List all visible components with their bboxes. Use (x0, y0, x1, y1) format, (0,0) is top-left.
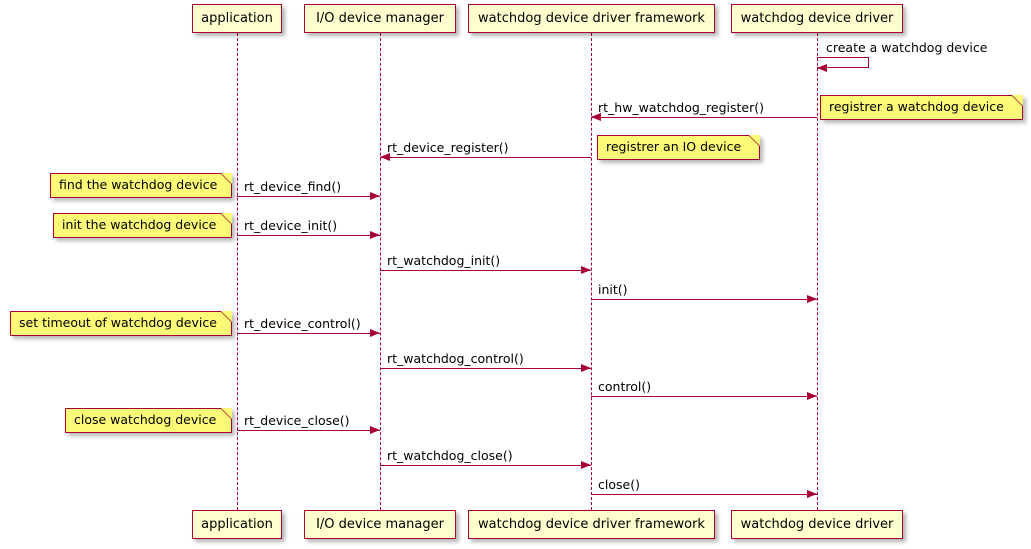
message-rt-watchdog-init-label: rt_watchdog_init() (387, 253, 501, 268)
participant-top-driver[interactable]: watchdog device driver (731, 4, 903, 33)
message-rt-hw-watchdog-register-line (591, 117, 817, 118)
message-create-a-watchdog-device-self-loop (817, 57, 869, 68)
message-rt-device-close-arrowhead (370, 426, 380, 434)
lifeline-framework (591, 33, 592, 510)
note-fold-icon (221, 311, 232, 322)
lifeline-io_device_manager (380, 33, 381, 510)
message-rt-device-init-arrowhead (370, 231, 380, 239)
message-rt-hw-watchdog-register-arrowhead (591, 113, 601, 121)
message-rt-device-find-line (237, 196, 380, 197)
message-rt-device-register-line (380, 157, 591, 158)
participant-bottom-application[interactable]: application (192, 510, 282, 539)
note-fold-icon (749, 135, 760, 146)
note-text: find the watchdog device (59, 177, 218, 193)
message-create-a-watchdog-device-arrowhead (817, 63, 827, 72)
message-control-line (591, 396, 817, 397)
participant-bottom-framework[interactable]: watchdog device driver framework (468, 510, 715, 539)
message-rt-watchdog-close-arrowhead (581, 461, 591, 469)
message-rt-device-close-label: rt_device_close() (244, 413, 350, 428)
message-rt-hw-watchdog-register-label: rt_hw_watchdog_register() (598, 100, 764, 115)
note-fold-icon (1012, 95, 1023, 106)
message-rt-device-close-line (237, 430, 380, 431)
note-text: close watchdog device (74, 412, 217, 428)
message-rt-watchdog-init-line (380, 270, 591, 271)
note-register-io-device: registrer an IO device (597, 135, 760, 160)
participant-label: I/O device manager (316, 11, 444, 26)
message-init-arrowhead (807, 295, 817, 303)
message-init-line (591, 299, 817, 300)
participant-label: watchdog device driver (740, 517, 894, 532)
message-create-a-watchdog-device-label: create a watchdog device (826, 40, 988, 55)
participant-label: watchdog device driver (740, 11, 894, 26)
lifeline-driver (817, 33, 818, 510)
message-close-arrowhead (807, 490, 817, 498)
message-rt-device-init-label: rt_device_init() (244, 218, 338, 233)
participant-top-framework[interactable]: watchdog device driver framework (468, 4, 715, 33)
participant-top-io_device_manager[interactable]: I/O device manager (304, 4, 456, 33)
message-control-arrowhead (807, 392, 817, 400)
message-rt-device-init-line (237, 235, 380, 236)
message-control-label: control() (598, 379, 652, 394)
message-rt-device-find-label: rt_device_find() (244, 179, 342, 194)
message-rt-device-find-arrowhead (370, 192, 380, 200)
note-fold-icon (221, 408, 232, 419)
message-rt-device-register-arrowhead (380, 153, 390, 161)
message-rt-device-control-label: rt_device_control() (244, 316, 361, 331)
lifeline-application (237, 33, 238, 510)
participant-top-application[interactable]: application (192, 4, 282, 33)
message-close-line (591, 494, 817, 495)
note-init-watchdog-device: init the watchdog device (53, 213, 232, 238)
message-rt-watchdog-control-line (380, 368, 591, 369)
participant-bottom-io_device_manager[interactable]: I/O device manager (304, 510, 456, 539)
note-text: registrer a watchdog device (829, 99, 1004, 115)
note-text: registrer an IO device (606, 139, 742, 155)
note-register-watchdog-device: registrer a watchdog device (820, 95, 1023, 120)
participant-label: watchdog device driver framework (478, 517, 705, 532)
participant-label: application (201, 517, 273, 532)
note-set-timeout-watchdog-device: set timeout of watchdog device (10, 311, 232, 336)
message-rt-watchdog-close-label: rt_watchdog_close() (387, 448, 513, 463)
message-rt-watchdog-close-line (380, 465, 591, 466)
message-rt-watchdog-control-arrowhead (581, 364, 591, 372)
message-rt-device-control-arrowhead (370, 329, 380, 337)
message-close-label: close() (598, 477, 640, 492)
participant-label: I/O device manager (316, 517, 444, 532)
note-find-watchdog-device: find the watchdog device (50, 173, 232, 198)
participant-label: application (201, 11, 273, 26)
note-text: set timeout of watchdog device (19, 315, 217, 331)
message-rt-watchdog-init-arrowhead (581, 266, 591, 274)
participant-label: watchdog device driver framework (478, 11, 705, 26)
note-close-watchdog-device: close watchdog device (65, 408, 232, 433)
message-rt-device-control-line (237, 333, 380, 334)
message-rt-device-register-label: rt_device_register() (387, 140, 509, 155)
participant-bottom-driver[interactable]: watchdog device driver (731, 510, 903, 539)
message-init-label: init() (598, 282, 628, 297)
note-text: init the watchdog device (62, 217, 217, 233)
note-fold-icon (221, 173, 232, 184)
message-rt-watchdog-control-label: rt_watchdog_control() (387, 351, 524, 366)
note-fold-icon (221, 213, 232, 224)
